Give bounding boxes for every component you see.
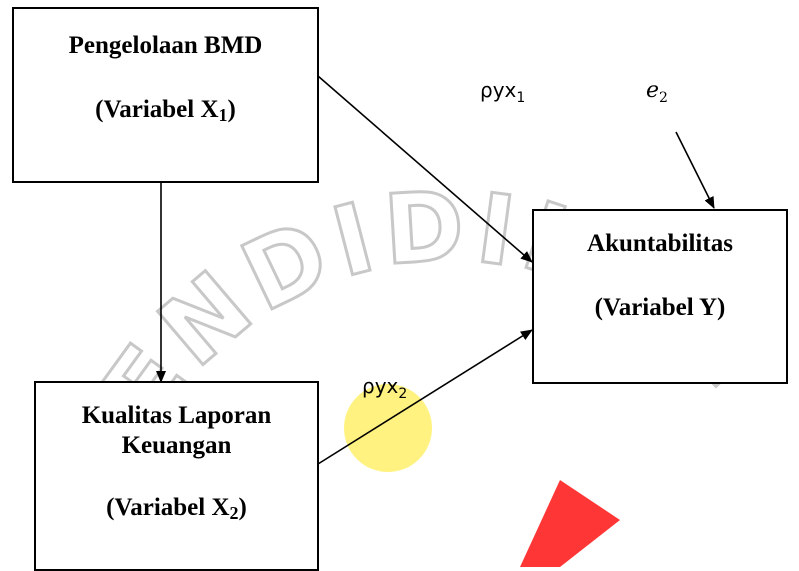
label-pyx1: ρyx1 [480,78,526,106]
watermark-accent [520,480,620,567]
node-y-title: Akuntabilitas [587,230,733,257]
arrow-x2-to-y [317,329,533,465]
node-x1-variable: (Variabel X1) [95,96,236,125]
node-x2-variable: (Variabel X2) [106,494,247,523]
node-x2-title-line2: Keuangan [121,432,232,459]
arrow-x1-to-y [317,75,533,263]
label-e2: e2 [646,78,668,106]
node-x1: Pengelolaan BMD (Variabel X1) [12,7,319,183]
node-y-variable: (Variabel Y) [594,294,726,321]
node-x1-title: Pengelolaan BMD [68,32,263,59]
label-pyx2: ρyx2 [362,374,408,402]
node-x2: Kualitas Laporan Keuangan (Variabel X2) [34,381,319,571]
arrow-e2-to-y [675,131,715,209]
node-x2-title-line1: Kualitas Laporan [81,402,272,429]
node-y: Akuntabilitas (Variabel Y) [532,209,788,384]
